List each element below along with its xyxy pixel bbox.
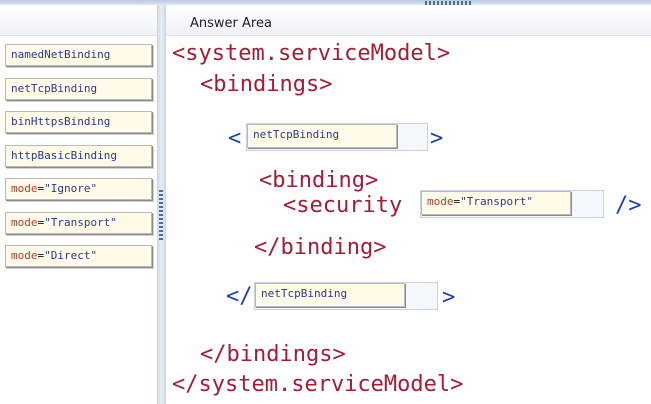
code-system-service-model-close: </system.serviceModel> — [172, 372, 464, 397]
option-value: "Direct" — [44, 249, 98, 262]
option-eq: = — [37, 249, 45, 262]
placed-eq: = — [453, 195, 461, 208]
option-named-net-binding[interactable]: namedNetBinding — [5, 44, 152, 66]
code-close-lt: </ — [226, 284, 253, 309]
placed-tile-1[interactable]: netTcpBinding — [247, 124, 397, 148]
code-gt-1: > — [430, 126, 444, 151]
top-resize-grip[interactable] — [425, 1, 473, 5]
placed-attr: netTcpBinding — [253, 128, 340, 141]
code-gt-3: > — [442, 285, 456, 310]
drop-slot-3[interactable]: netTcpBinding — [254, 282, 438, 310]
placed-value: "Transport" — [460, 195, 533, 208]
answer-area-header: Answer Area — [166, 5, 651, 36]
option-attr: mode — [11, 249, 38, 262]
code-lt-1: < — [228, 126, 242, 151]
code-bindings-close: </bindings> — [200, 342, 346, 367]
option-eq: = — [37, 216, 45, 229]
placed-attr: netTcpBinding — [261, 287, 348, 300]
drop-slot-1[interactable]: netTcpBinding — [246, 123, 428, 151]
code-security-open: <security — [283, 193, 403, 218]
top-strip — [0, 0, 651, 5]
option-attr: mode — [11, 182, 38, 195]
option-http-basic-binding[interactable]: httpBasicBinding — [5, 145, 152, 167]
splitter-grip[interactable] — [159, 190, 163, 240]
option-eq: = — [37, 182, 45, 195]
answer-area-title: Answer Area — [190, 16, 272, 31]
code-binding-open: <binding> — [259, 168, 379, 193]
options-panel-header — [0, 5, 157, 36]
placed-tile-2[interactable]: mode="Transport" — [421, 191, 571, 215]
option-text: netTcpBinding — [11, 82, 98, 95]
option-text: binHttpsBinding — [11, 115, 111, 128]
option-text: namedNetBinding — [11, 48, 111, 61]
option-mode-transport[interactable]: mode="Transport" — [5, 212, 152, 234]
code-system-service-model-open: <system.serviceModel> — [172, 41, 451, 66]
option-value: "Transport" — [44, 216, 117, 229]
option-mode-ignore[interactable]: mode="Ignore" — [5, 178, 152, 200]
code-self-close: /> — [615, 193, 642, 218]
option-attr: mode — [11, 216, 38, 229]
option-text: httpBasicBinding — [11, 149, 117, 162]
code-binding-close: </binding> — [254, 235, 387, 260]
drop-slot-2[interactable]: mode="Transport" — [420, 190, 604, 218]
option-net-tcp-binding[interactable]: netTcpBinding — [5, 78, 152, 100]
code-bindings-open: <bindings> — [200, 72, 333, 97]
option-mode-direct[interactable]: mode="Direct" — [5, 245, 152, 267]
placed-tile-3[interactable]: netTcpBinding — [255, 283, 405, 307]
option-value: "Ignore" — [44, 182, 98, 195]
placed-attr: mode — [427, 195, 454, 208]
option-bin-https-binding[interactable]: binHttpsBinding — [5, 111, 152, 133]
